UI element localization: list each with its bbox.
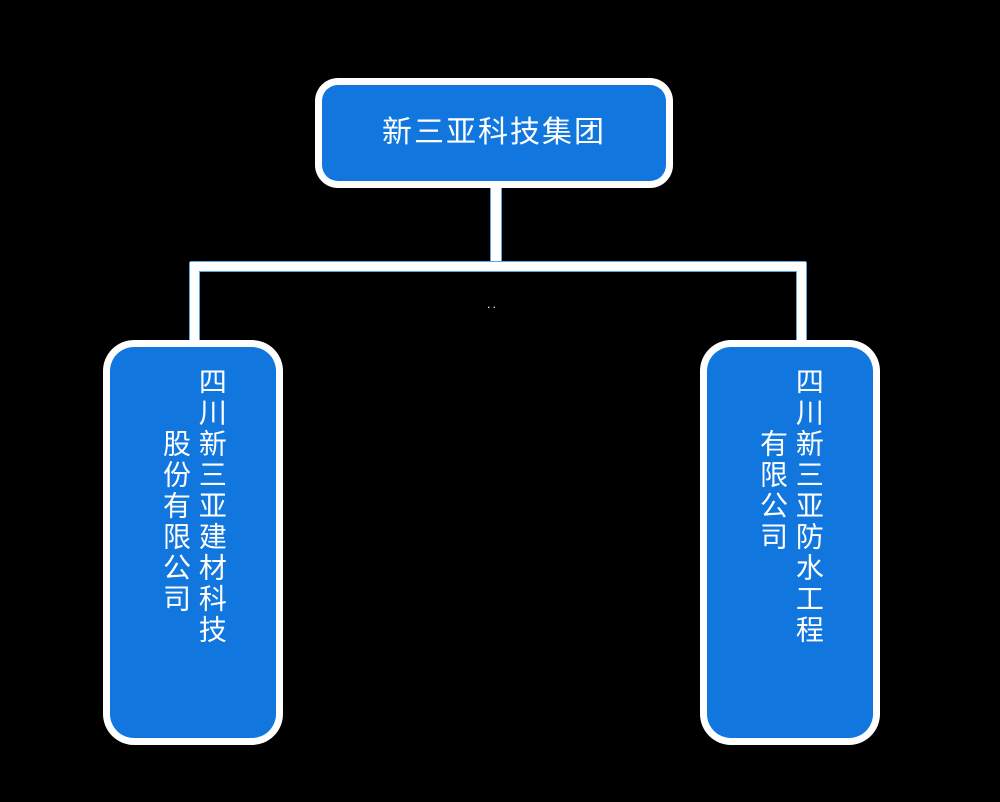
connector-horizontal-bar	[190, 262, 806, 271]
connector-drop-left-accent-inner	[199, 271, 200, 352]
connector-bar-accent-bottom	[196, 271, 800, 272]
org-node-child-right-text: 四川新三亚防水工程 有限公司	[754, 347, 826, 738]
org-node-child-left-line-primary: 四川新三亚建材科技	[194, 367, 228, 646]
org-node-root-label: 新三亚科技集团	[382, 115, 606, 150]
connector-drop-left-accent-outer	[189, 262, 190, 352]
org-node-child-right[interactable]: 四川新三亚防水工程 有限公司	[707, 347, 873, 738]
connector-drop-right	[797, 262, 806, 352]
connector-bar-accent-top	[190, 261, 806, 262]
connector-trunk-accent-right	[501, 181, 502, 267]
org-node-child-left[interactable]: 四川新三亚建材科技 股份有限公司	[110, 347, 276, 738]
org-node-child-left-text: 四川新三亚建材科技 股份有限公司	[157, 347, 229, 738]
org-node-child-left-line-secondary: 股份有限公司	[159, 429, 192, 615]
connector-drop-right-accent-inner	[796, 271, 797, 352]
org-node-child-right-line-primary: 四川新三亚防水工程	[791, 367, 825, 646]
connector-drop-left	[190, 262, 199, 352]
connector-trunk-accent-left	[490, 181, 491, 267]
org-node-child-right-line-secondary: 有限公司	[756, 429, 789, 553]
connector-trunk	[491, 181, 501, 267]
org-node-root[interactable]: 新三亚科技集团	[322, 85, 666, 181]
connector-drop-right-accent-outer	[806, 262, 807, 352]
center-mark: ..	[487, 301, 498, 308]
